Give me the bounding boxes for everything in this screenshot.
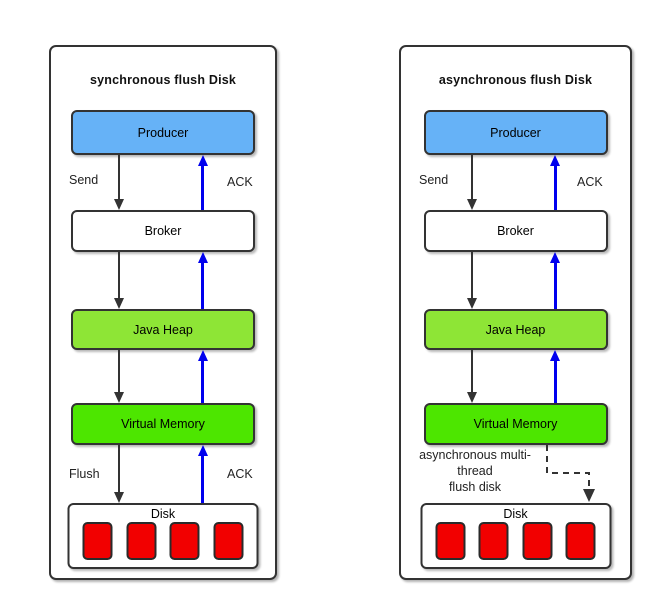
disk-block [435,522,466,560]
disk-label: Disk [503,507,528,521]
disk-block [126,522,157,560]
broker-to-heap-arrow [114,252,124,309]
panel-asynchronous-flush: asynchronous flush Disk Producer Broker … [399,45,632,580]
flush-label: Flush [69,467,100,481]
disk-block [169,522,200,560]
producer-node: Producer [423,110,608,155]
disk-block [82,522,113,560]
ack-label: ACK [227,175,253,189]
memory-to-heap-arrow [550,350,560,403]
disk-block [522,522,553,560]
disk-block [213,522,244,560]
send-arrow [466,155,477,210]
heap-to-memory-arrow [466,350,477,403]
send-label: Send [419,173,449,187]
disk-node: Disk [67,503,259,569]
panel-title: synchronous flush Disk [89,73,237,87]
disk-blocks [70,522,257,560]
flush-arrow [114,445,124,503]
async-flush-dashed-arrow [546,445,595,502]
send-arrow [114,155,124,210]
ack-label: ACK [227,467,253,481]
heap-to-broker-arrow [550,252,560,309]
broker-to-heap-arrow [466,252,477,309]
disk-label: Disk [150,507,176,521]
panel-title: asynchronous flush Disk [438,73,593,87]
virtual-memory-node: Virtual Memory [71,403,255,445]
heap-to-memory-arrow [114,350,124,403]
disk-ack-arrow [197,445,208,503]
producer-node: Producer [71,110,255,155]
ack-arrow [550,155,560,210]
java-heap-node: Java Heap [423,309,608,350]
send-label: Send [69,173,99,187]
java-heap-node: Java Heap [71,309,255,350]
async-flush-note-line: flush disk [448,480,502,494]
async-flush-note: asynchronous multi- thread flush disk [407,447,543,495]
disk-block [565,522,596,560]
memory-to-heap-arrow [197,350,208,403]
virtual-memory-node: Virtual Memory [423,403,608,445]
ack-arrow [197,155,208,210]
disk-node: Disk [420,503,611,569]
broker-node: Broker [71,210,255,252]
async-flush-note-line: asynchronous multi- [419,448,531,462]
ack-label: ACK [577,175,603,189]
async-flush-note-line: thread [457,464,493,478]
disk-blocks [422,522,609,560]
heap-to-broker-arrow [197,252,208,309]
broker-node: Broker [423,210,608,252]
disk-block [478,522,509,560]
panel-synchronous-flush: synchronous flush Disk Producer Broker J… [49,45,277,580]
